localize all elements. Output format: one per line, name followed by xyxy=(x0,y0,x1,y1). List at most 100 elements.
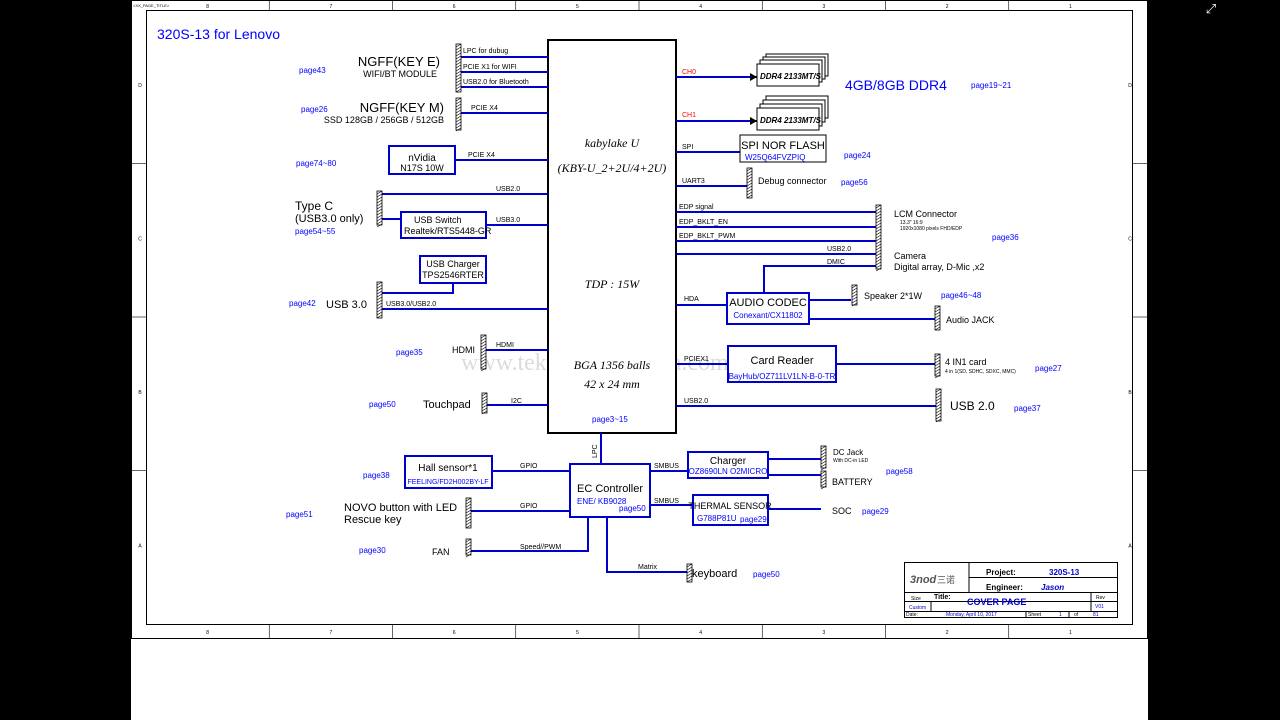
dimm-ch0-text: DDR4 2133MT/S xyxy=(760,72,822,81)
usb2-sig: USB2.0 xyxy=(684,398,708,405)
battery-title: BATTERY xyxy=(832,477,873,487)
connector-symbol xyxy=(480,334,487,372)
usb-charger-title: USB Charger xyxy=(426,259,480,269)
speaker-page: page46~48 xyxy=(941,291,982,300)
spi-part: W25Q64FVZPIQ xyxy=(745,153,805,162)
grid-col-label: 1 xyxy=(1069,630,1072,636)
usb3-page: page42 xyxy=(289,299,316,308)
lcm-spec1: 13.3" 16:9 xyxy=(900,220,923,226)
grid-col-label: 4 xyxy=(699,630,702,636)
grid-col-label: 6 xyxy=(453,630,456,636)
ngff-e-sub: WIFI/BT MODULE xyxy=(363,69,437,79)
connector-symbol xyxy=(481,392,488,415)
fan-page: page30 xyxy=(359,546,386,555)
connector-symbol xyxy=(376,281,383,319)
usb-switch-sub: Realtek/RTS5448-GR xyxy=(404,226,492,236)
inner-frame xyxy=(146,10,1133,625)
sheet-total: 81 xyxy=(1093,612,1099,618)
typec-page: page54~55 xyxy=(295,227,336,236)
ngff-m-sub: SSD 128GB / 256GB / 512GB xyxy=(324,115,444,125)
card4in1-sub: 4 in 1(SD, SDHC, SDXC, MMC) xyxy=(945,369,1016,375)
grid-col-label: 1 xyxy=(1069,4,1072,10)
hall-sig: GPIO xyxy=(520,463,538,470)
date-value: Monday, April 10, 2017 xyxy=(946,612,997,618)
ec-part: ENE/ KB9028 xyxy=(577,497,627,506)
thermal-title: THERMAL SENSOR xyxy=(688,501,772,511)
spi-page: page24 xyxy=(844,151,871,160)
outer-frame xyxy=(131,0,1148,639)
novo-page: page51 xyxy=(286,510,313,519)
cpu-name: kabylake U xyxy=(585,136,641,150)
charger-sig: SMBUS xyxy=(654,463,679,470)
project-label: Project: xyxy=(986,568,1016,577)
connector-symbols xyxy=(376,43,942,583)
thermal-sig: SMBUS xyxy=(654,498,679,505)
lpc-label: LPC xyxy=(592,444,599,458)
connector-symbol xyxy=(935,388,942,423)
rev-label: Rev xyxy=(1096,595,1105,601)
wires xyxy=(382,56,936,573)
card-title: Card Reader xyxy=(751,355,814,367)
ch0-arrow xyxy=(750,73,757,81)
nvidia-sig: PCIE X4 xyxy=(468,152,495,159)
cpu-variant: (KBY-U_2+2U/4+2U) xyxy=(558,161,667,175)
grid-col-label: 2 xyxy=(946,4,949,10)
grid-col-label: 8 xyxy=(206,4,209,10)
connector-symbol xyxy=(465,538,472,558)
debug-sig: UART3 xyxy=(682,178,705,185)
grid-col-label: 5 xyxy=(576,630,579,636)
company-logo: 3nod xyxy=(910,574,937,586)
sheet-label: Sheet xyxy=(1028,612,1042,618)
ngff-e-title: NGFF(KEY E) xyxy=(358,54,440,69)
ngff-m-sig: PCIE X4 xyxy=(471,105,498,112)
grid-col-label: 3 xyxy=(822,4,825,10)
ngff-e-sig-0: LPC for dubug xyxy=(463,48,508,55)
charger-block xyxy=(687,451,769,479)
connector-symbol xyxy=(376,190,383,228)
soc-page: page29 xyxy=(862,507,889,516)
card4in1-page: page27 xyxy=(1035,364,1062,373)
cpu-block xyxy=(547,39,677,434)
fullscreen-icon[interactable]: ⤢ xyxy=(1205,1,1217,16)
of-label: of xyxy=(1074,612,1079,618)
connector-symbol xyxy=(934,305,941,331)
spi-block xyxy=(739,134,827,163)
typec-sub: (USB3.0 only) xyxy=(295,213,363,225)
cpu-page: page3~15 xyxy=(592,415,628,424)
dcjack-sub: With DC-in LED xyxy=(833,458,869,464)
hall-block xyxy=(404,455,493,489)
hdmi-sig: HDMI xyxy=(496,342,514,349)
lcm-page: page36 xyxy=(992,233,1019,242)
ec-title: EC Controller xyxy=(577,483,643,495)
ngff-e-sig-1: PCIE X1 for WIFI xyxy=(463,64,517,71)
grid-row-label: D xyxy=(138,83,142,89)
title-block xyxy=(904,562,1118,618)
camera-sig-dmic: DMIC xyxy=(827,259,845,266)
charger-part: OZ8690LN O2MICRO xyxy=(689,467,768,476)
usb-switch-block xyxy=(400,211,487,239)
novo-title2: Rescue key xyxy=(344,514,402,526)
engineer-label: Engineer: xyxy=(986,583,1023,592)
ngff-e-page: page43 xyxy=(299,66,326,75)
card-part: BayHub/OZ711LV1LN-B-0-TR xyxy=(729,372,836,381)
nvidia-title: nVidia xyxy=(408,153,436,164)
hall-part: FEELING/FD2H002BY-LF xyxy=(407,479,488,486)
dimm-ch1-text: DDR4 2133MT/S xyxy=(760,116,822,125)
lcm-sig-1: EDP_BKLT_EN xyxy=(679,219,728,226)
thermal-block xyxy=(692,494,769,526)
card-sig: PCIEX1 xyxy=(684,356,709,363)
connector-symbol xyxy=(820,445,827,471)
novo-sig: GPIO xyxy=(520,503,538,510)
ngff-m-page: page26 xyxy=(301,105,328,114)
usb-charger-sub: TPS2546RTER xyxy=(422,270,484,280)
grid-row-label: A xyxy=(1128,543,1132,549)
usb2-title: USB 2.0 xyxy=(950,399,995,413)
grid-col-label: 7 xyxy=(329,4,332,10)
size-label: Size xyxy=(911,596,921,602)
grid-col-label: 3 xyxy=(822,630,825,636)
nvidia-page: page74~80 xyxy=(296,159,337,168)
size-value: Custom xyxy=(909,605,926,611)
debug-page: page56 xyxy=(841,178,868,187)
